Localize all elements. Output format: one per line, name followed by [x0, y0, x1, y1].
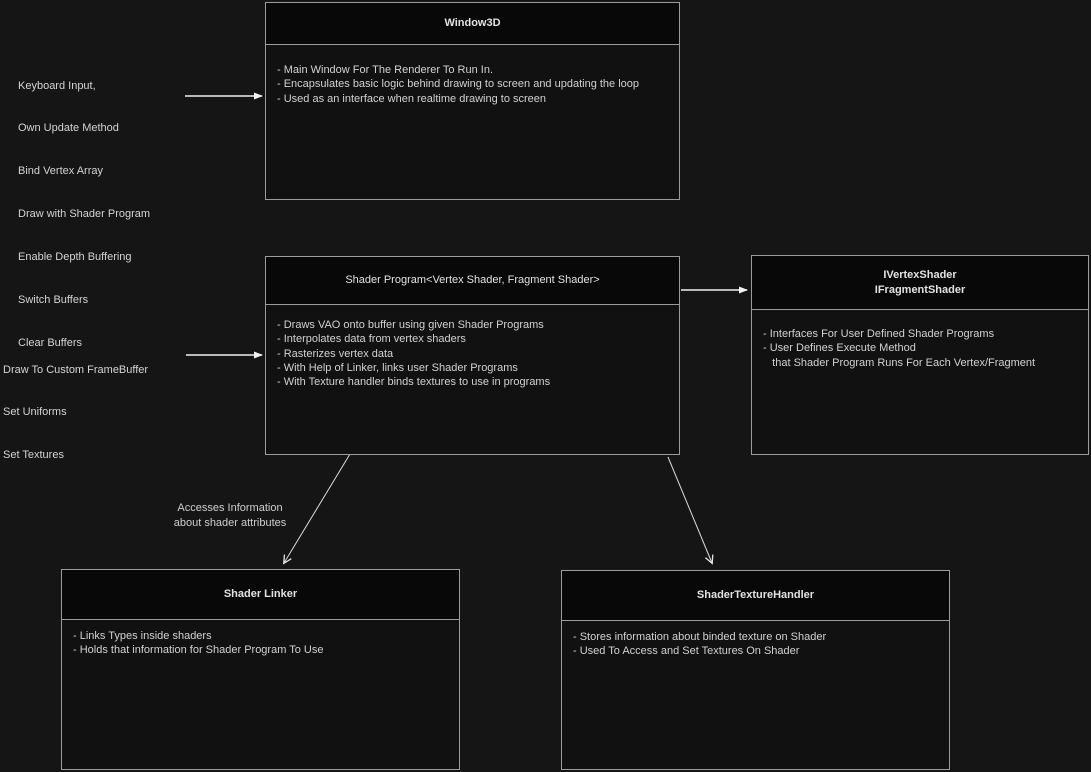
class-box-body: - Draws VAO onto buffer using given Shad…	[266, 305, 679, 389]
body-line: - Links Types inside shaders	[73, 630, 212, 642]
body-line: - Used as an interface when realtime dra…	[277, 92, 547, 105]
body-line: - With Texture handler binds textures to…	[277, 376, 551, 389]
body-line: - Main Window For The Renderer To Run In…	[277, 64, 494, 76]
body-line: - Stores information about binded textur…	[573, 631, 827, 643]
class-box-title: Shader Program<Vertex Shader, Fragment S…	[266, 257, 679, 305]
title-line: IVertexShader	[883, 268, 957, 281]
body-line: - Interpolates data from vertex shaders	[277, 333, 466, 346]
annotation-line: Enable Depth Buffering	[18, 251, 132, 264]
body-line: - Holds that information for Shader Prog…	[73, 644, 324, 657]
class-box-body: - Links Types inside shaders - Holds tha…	[62, 620, 459, 658]
body-line: - Rasterizes vertex data	[277, 347, 394, 360]
annotation-line: Own Update Method	[18, 122, 119, 135]
arrow-shader-program-to-texture-handler	[667, 456, 714, 565]
annotation-line: Draw To Custom FrameBuffer	[3, 363, 149, 376]
body-line: - Interfaces For User Defined Shader Pro…	[763, 328, 995, 340]
annotation-window3d-capabilities: Keyboard Input, Own Update Method Bind V…	[18, 50, 150, 379]
annotation-line: Clear Buffers	[18, 336, 82, 349]
class-box-window3d: Window3D - Main Window For The Renderer …	[265, 2, 680, 200]
class-box-title: Shader Linker	[62, 570, 459, 620]
annotation-line: Set Uniforms	[3, 406, 67, 419]
class-box-shader-linker: Shader Linker - Links Types inside shade…	[61, 569, 460, 770]
class-box-ivertexshader-ifragmentshader: IVertexShader IFragmentShader - Interfac…	[751, 255, 1089, 455]
body-line: - Draws VAO onto buffer using given Shad…	[277, 319, 544, 331]
body-line: - With Help of Linker, links user Shader…	[277, 361, 518, 374]
class-box-shader-texture-handler: ShaderTextureHandler - Stores informatio…	[561, 570, 950, 770]
class-box-body: - Main Window For The Renderer To Run In…	[266, 45, 679, 106]
class-box-title: ShaderTextureHandler	[562, 571, 949, 621]
class-box-title: Window3D	[266, 3, 679, 45]
title-line: Shader Linker	[223, 588, 298, 600]
title-line: ShaderTextureHandler	[696, 589, 815, 601]
annotation-line: Bind Vertex Array	[18, 165, 103, 178]
class-box-shader-program: Shader Program<Vertex Shader, Fragment S…	[265, 256, 680, 455]
edge-label-accesses-information: Accesses Information about shader attrib…	[140, 501, 320, 531]
annotation-line: Keyboard Input,	[18, 79, 96, 92]
body-line: - Used To Access and Set Textures On Sha…	[573, 645, 800, 658]
edge-label-line: Accesses Information	[177, 502, 283, 514]
edge-label-line: about shader attributes	[173, 517, 287, 529]
title-line: Shader Program<Vertex Shader, Fragment S…	[345, 274, 600, 286]
class-box-body: - Stores information about binded textur…	[562, 621, 949, 659]
annotation-line: Draw with Shader Program	[18, 208, 151, 221]
class-box-body: - Interfaces For User Defined Shader Pro…	[752, 310, 1088, 370]
annotation-line: Switch Buffers	[18, 294, 89, 307]
annotation-line: Set Textures	[3, 449, 64, 462]
title-line: Window3D	[444, 17, 501, 29]
annotation-shader-program-capabilities: Draw To Custom FrameBuffer Set Uniforms …	[3, 334, 148, 491]
body-line: that Shader Program Runs For Each Vertex…	[763, 356, 1036, 369]
class-box-title: IVertexShader IFragmentShader	[752, 256, 1088, 310]
body-line: - User Defines Execute Method	[763, 342, 916, 355]
title-line: IFragmentShader	[874, 283, 966, 296]
body-line: - Encapsulates basic logic behind drawin…	[277, 78, 640, 91]
